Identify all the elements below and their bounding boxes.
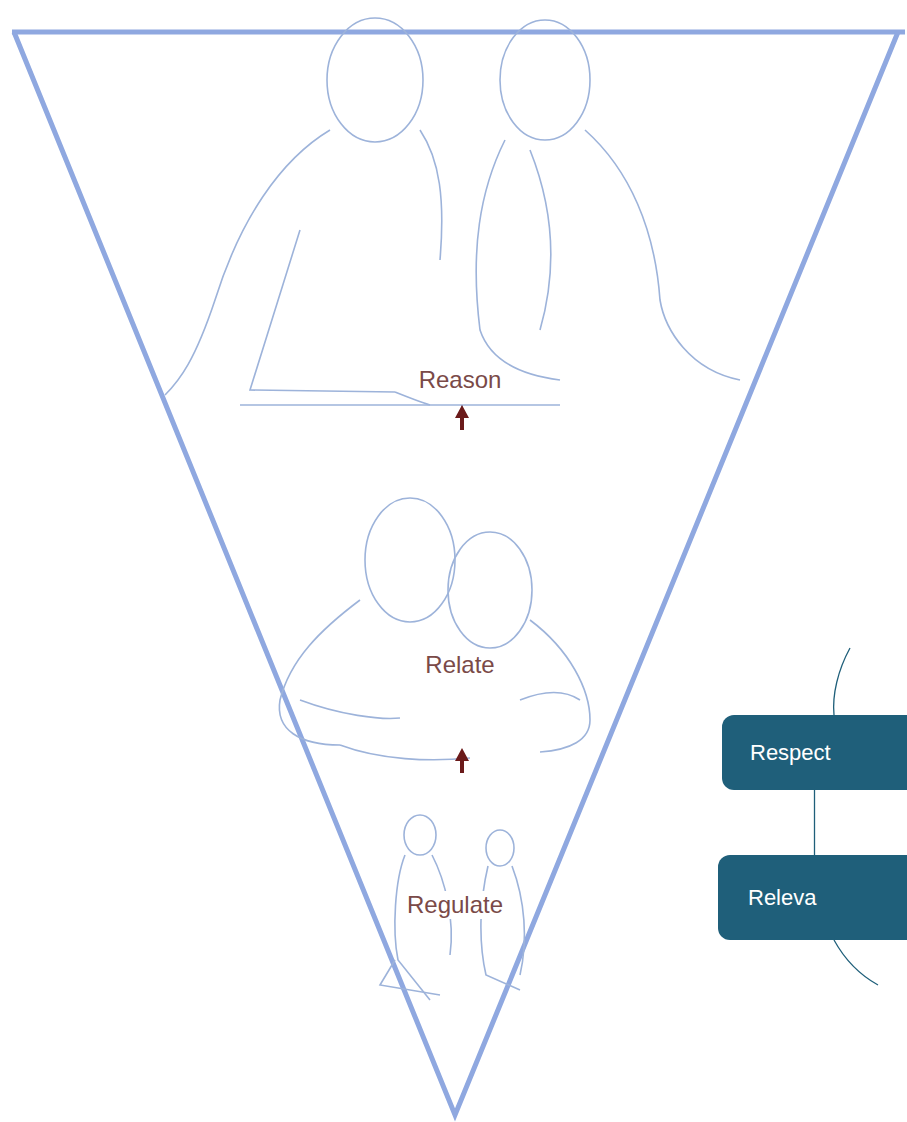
stage-label: Reason	[415, 366, 506, 394]
process-box: Respect	[722, 715, 907, 790]
process-box: Releva	[718, 855, 907, 940]
box-text: Respect	[750, 740, 831, 766]
people-sketch	[165, 18, 740, 1000]
stage-label: Relate	[421, 651, 498, 679]
triangle-outline	[12, 32, 905, 1115]
stage-label: Regulate	[403, 891, 507, 919]
connector-line	[814, 790, 815, 855]
up-arrow	[455, 405, 469, 773]
box-text: Releva	[748, 885, 816, 911]
